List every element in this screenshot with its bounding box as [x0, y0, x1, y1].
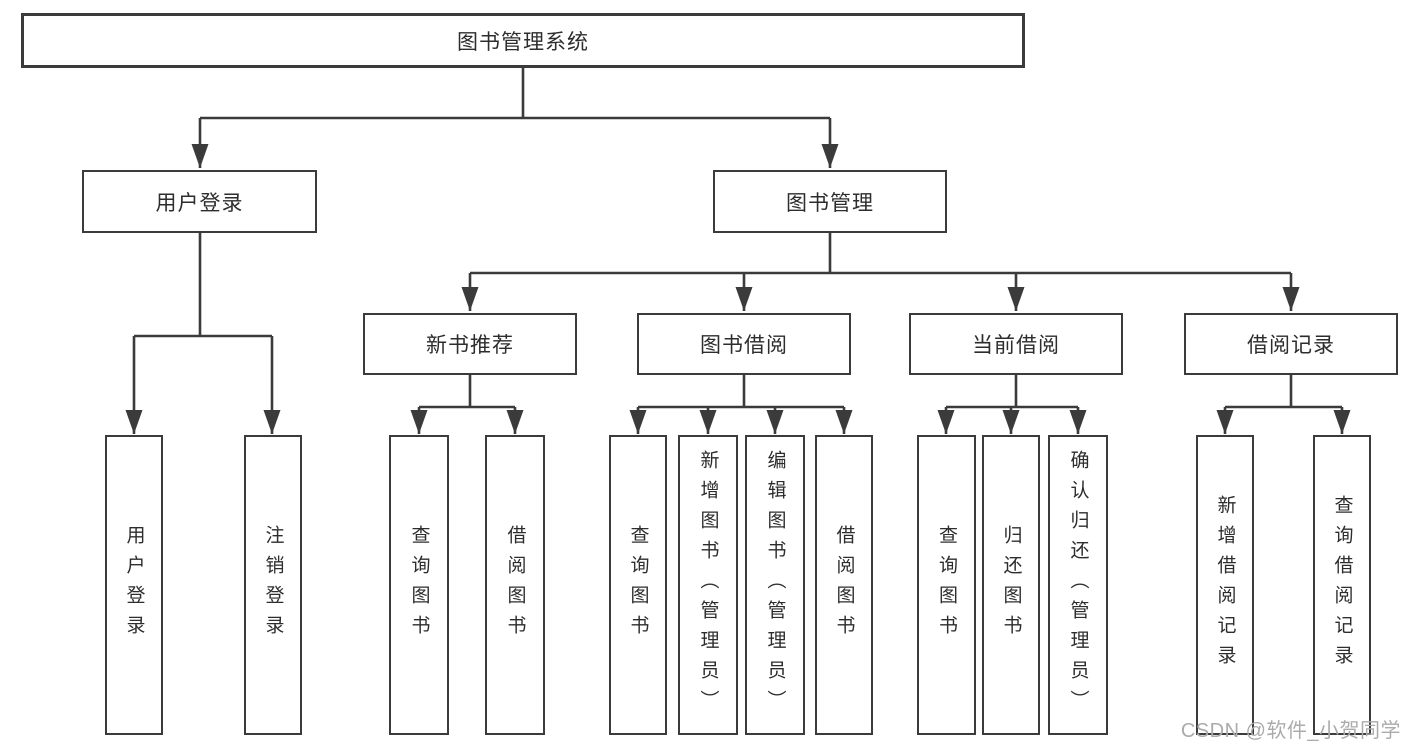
- node-leaf-query-borrow-record: 查询借阅记录: [1313, 435, 1371, 735]
- node-leaf-return-books: 归还图书: [982, 435, 1040, 735]
- node-borrowing-records: 借阅记录: [1184, 313, 1398, 375]
- node-book-borrowing: 图书借阅: [637, 313, 851, 375]
- node-user-login: 用户登录: [82, 170, 317, 233]
- node-label: 借阅图书: [833, 525, 855, 645]
- node-leaf-add-books-admin: 新增图书（管理员）: [678, 435, 738, 735]
- node-label: 编辑图书（管理员）: [764, 450, 786, 720]
- node-label: 查询图书: [408, 525, 430, 645]
- node-label: 图书管理: [786, 191, 874, 215]
- node-label: 用户登录: [123, 525, 145, 645]
- node-leaf-confirm-return-admin: 确认归还（管理员）: [1048, 435, 1108, 735]
- node-label: 归还图书: [1000, 525, 1022, 645]
- node-label: 查询图书: [627, 525, 649, 645]
- node-leaf-user-login: 用户登录: [105, 435, 163, 735]
- node-label: 查询借阅记录: [1331, 495, 1353, 675]
- node-leaf-borrow-books: 借阅图书: [815, 435, 873, 735]
- tree-branch-lines: [134, 68, 1342, 409]
- node-current-borrowing: 当前借阅: [909, 313, 1123, 375]
- node-label: 图书借阅: [700, 334, 788, 357]
- csdn-watermark: CSDN @软件_小贺同学: [1180, 720, 1401, 742]
- node-leaf-borrow-books-recommend: 借阅图书: [485, 435, 545, 735]
- node-label: 新增借阅记录: [1214, 495, 1236, 675]
- node-leaf-edit-books-admin: 编辑图书（管理员）: [745, 435, 805, 735]
- node-label: 查询图书: [936, 525, 957, 645]
- node-leaf-query-books-recommend: 查询图书: [389, 435, 449, 735]
- node-new-book-recommendation: 新书推荐: [363, 313, 577, 375]
- node-label: 注销登录: [262, 525, 284, 645]
- node-label: 当前借阅: [972, 334, 1060, 357]
- node-book-management: 图书管理: [713, 170, 947, 233]
- node-label: 借阅记录: [1247, 334, 1335, 357]
- node-library-management-system: 图书管理系统: [21, 13, 1025, 68]
- tree-arrow-lines: [125, 118, 1351, 434]
- node-label: 借阅图书: [504, 525, 526, 645]
- node-leaf-query-books-current: 查询图书: [917, 435, 976, 735]
- node-leaf-logout: 注销登录: [244, 435, 302, 735]
- node-leaf-add-borrow-record: 新增借阅记录: [1196, 435, 1254, 735]
- node-label: 新增图书（管理员）: [697, 450, 719, 720]
- node-label: 图书管理系统: [457, 30, 589, 54]
- node-label: 用户登录: [155, 191, 244, 215]
- node-leaf-query-books-borrow: 查询图书: [609, 435, 667, 735]
- node-label: 确认归还（管理员）: [1067, 450, 1089, 720]
- node-label: 新书推荐: [426, 334, 514, 357]
